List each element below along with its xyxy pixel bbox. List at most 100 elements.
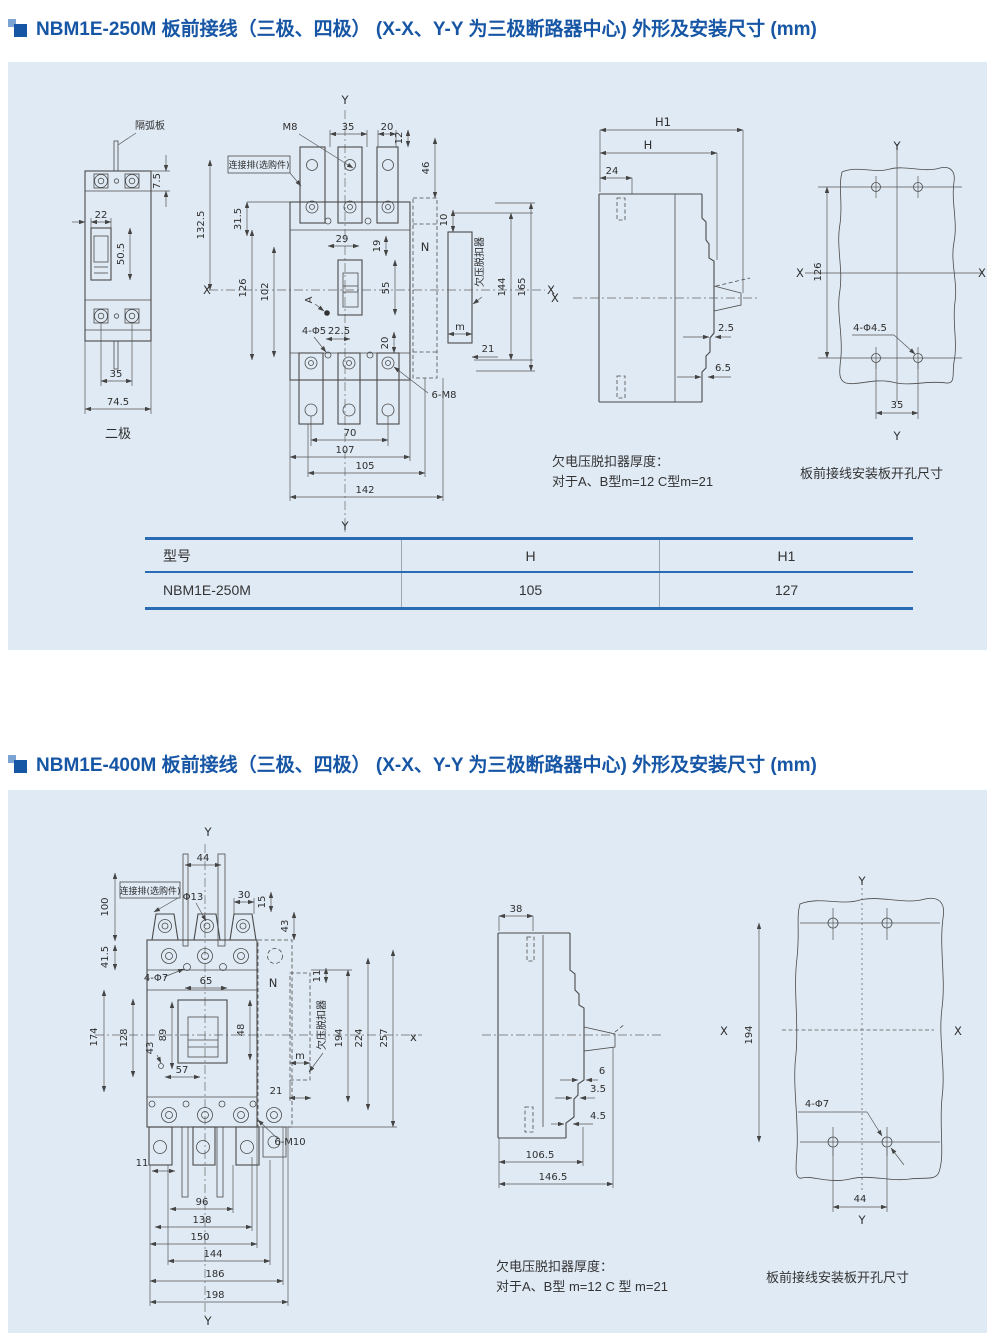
dim-label: 6 (599, 1066, 605, 1077)
dim-label: H (644, 138, 653, 152)
drawing-geometry (756, 888, 945, 1212)
dim-label: 6.5 (715, 363, 731, 374)
dim-label: 257 (379, 1028, 390, 1047)
dim-label: 224 (354, 1028, 365, 1047)
dim-label: 11 (312, 970, 323, 983)
section-bullet-icon (8, 18, 28, 38)
spec-table: 型号 H H1 NBM1E-250M 105 127 (145, 537, 913, 610)
section1-panel (8, 62, 987, 650)
drawing-geometry (95, 844, 422, 1320)
dim-label: 7.5 (152, 173, 163, 189)
dim-label: 50.5 (116, 243, 127, 265)
dim-label: 106.5 (526, 1150, 555, 1161)
note-hole-plan-1: 板前接线安装板开孔尺寸 (800, 466, 944, 481)
dim-label: 100 (100, 897, 111, 916)
dim-label: 20 (381, 122, 394, 133)
col-header-h1: H1 (659, 540, 913, 571)
dim-label: 4-Φ7 (805, 1099, 829, 1110)
dim-label: 194 (744, 1025, 755, 1044)
dim-label: 96 (196, 1197, 209, 1208)
dim-label: 4-Φ4.5 (853, 323, 887, 334)
dim-label: 128 (119, 1028, 130, 1047)
dim-label: 107 (335, 445, 354, 456)
axis-label-y-bottom: Y (203, 1314, 212, 1328)
axis-label-y-bottom: Y (892, 429, 901, 443)
dim-label: 132.5 (196, 211, 207, 240)
label-n-pole: N (421, 240, 430, 254)
dim-label: 4.5 (590, 1111, 606, 1122)
axis-label-y-bottom: Y (340, 519, 349, 533)
dim-label: 74.5 (107, 397, 129, 408)
axis-label-y-top: Y (340, 93, 349, 107)
dim-label: 29 (336, 234, 349, 245)
dim-label: 146.5 (539, 1172, 568, 1183)
dim-label: 198 (205, 1290, 224, 1301)
dim-label: H1 (655, 115, 671, 129)
dim-label: 144 (497, 277, 508, 296)
dim-label: Φ13 (183, 892, 204, 903)
dim-label: 102 (260, 282, 271, 301)
dim-label: 24 (606, 166, 619, 177)
drawing-geometry (207, 110, 545, 535)
dim-label: 22.5 (328, 326, 350, 337)
dim-label: 35 (110, 369, 123, 380)
dim-label: 44 (197, 853, 210, 864)
section2-title: NBM1E-400M 板前接线（三极、四极） (X-X、Y-Y 为三极断路器中心… (36, 755, 817, 776)
label-arc-plate: 隔弧板 (135, 119, 165, 132)
dim-label: 31.5 (233, 208, 244, 230)
dim-label: 22 (95, 210, 108, 221)
axis-label-x: X (551, 291, 559, 305)
dim-label: 126 (813, 262, 824, 281)
dim-label: 4-Φ7 (144, 973, 168, 984)
label-undervoltage-release: 欠压脱扣器 (473, 237, 486, 287)
axis-label-x-left: X (203, 283, 211, 297)
dim-label: M8 (283, 122, 298, 133)
axis-label-y-top: Y (203, 825, 212, 839)
cell-model: NBM1E-250M (163, 582, 251, 598)
col-header-h: H (401, 540, 659, 571)
axis-label-x-left: X (796, 266, 804, 280)
label-connector-bar: 连接排(选购件) (228, 159, 289, 171)
dim-label: 150 (190, 1232, 209, 1243)
drawing-250m-front: Y X X Y M8 35 20 12 46 10 连接排(选购件) 132.5… (196, 93, 555, 535)
note-release-thickness-1: 欠电压脱扣器厚度：对于A、B型m=12 C型m=21 (552, 454, 714, 489)
dim-label: 43 (280, 920, 291, 933)
dim-label: 3.5 (590, 1084, 606, 1095)
dim-label: 55 (381, 282, 392, 295)
drawing-400m-front: Y 44 连接排(选购件) Φ13 30 15 43 100 41.5 4-Φ7… (90, 825, 422, 1328)
dim-label: 15 (257, 896, 268, 909)
dim-label: 10 (439, 214, 450, 227)
dim-label: 144 (203, 1249, 222, 1260)
drawing-250m-side: H1 H 24 X 2.5 6.5 (551, 115, 760, 403)
dim-label: 44 (854, 1194, 867, 1205)
label-a-point: A (304, 296, 315, 303)
dim-label: 6-M10 (274, 1137, 305, 1148)
drawing-250m-two-pole-front: 隔弧板 7.5 22 50.5 35 74.5 二极 (72, 119, 170, 442)
dim-label: 165 (517, 277, 528, 296)
axis-label-x-right: X (547, 283, 555, 297)
dim-label: 43 (145, 1042, 156, 1055)
section1-header: NBM1E-250M 板前接线（三极、四极） (X-X、Y-Y 为三极断路器中心… (8, 14, 817, 41)
axis-label-x-right: x (410, 1030, 417, 1044)
axis-label-x-left: X (720, 1024, 728, 1038)
dim-label: 19 (372, 240, 383, 253)
dim-label: 35 (891, 400, 904, 411)
section-bullet-icon (8, 754, 28, 774)
section1-title: NBM1E-250M 板前接线（三极、四极） (X-X、Y-Y 为三极断路器中心… (36, 19, 817, 40)
dim-label: 38 (510, 904, 523, 915)
label-n-pole: N (269, 976, 278, 990)
dim-label: 46 (421, 162, 432, 175)
note-hole-plan-2: 板前接线安装板开孔尺寸 (766, 1270, 910, 1285)
dim-label: 41.5 (100, 946, 111, 968)
dim-label: 142 (355, 485, 374, 496)
dim-label: m (295, 1051, 305, 1062)
drawing-geometry (573, 127, 760, 403)
dim-label: 12 (394, 132, 405, 145)
dim-label: 57 (176, 1065, 189, 1076)
drawing-geometry (72, 132, 170, 414)
axis-label-x-right: X (978, 266, 986, 280)
table-header-row: 型号 H H1 (145, 540, 913, 573)
cell-h: 105 (401, 573, 659, 607)
drawing-400m-side: 38 6 3.5 4.5 106.5 146.5 (482, 904, 663, 1188)
dim-label: 4-Φ5 (302, 326, 326, 337)
